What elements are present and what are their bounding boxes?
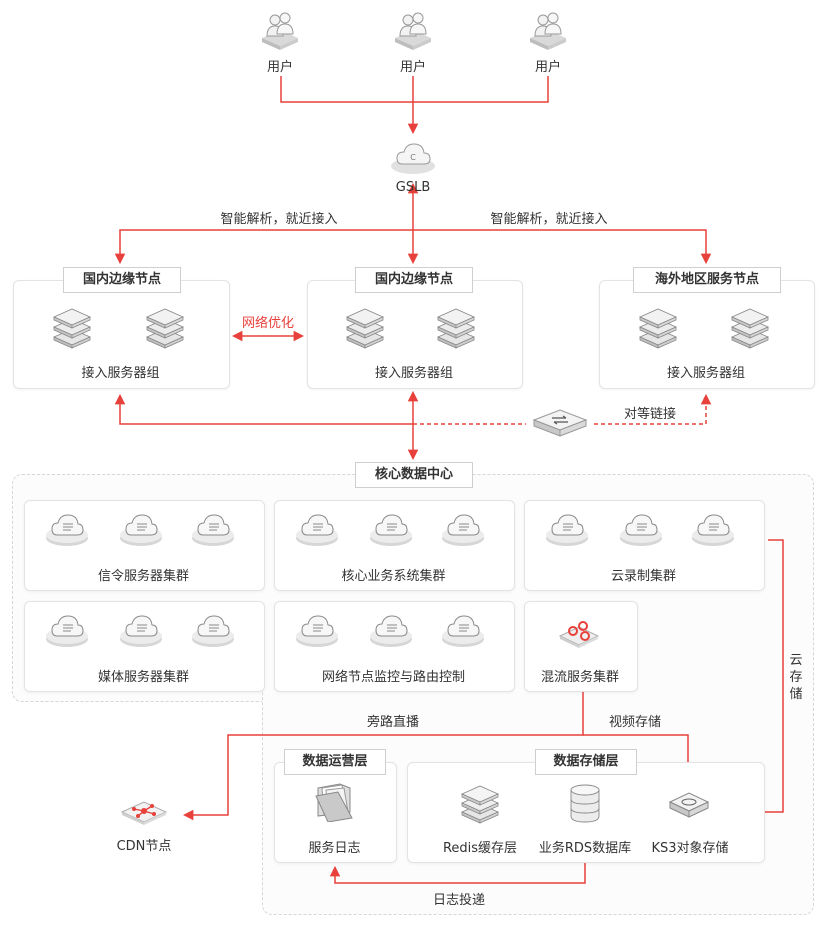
edge-node-title: 国内边缘节点 [63, 267, 181, 293]
folder-icon [310, 778, 358, 823]
bypass-live-label: 旁路直播 [366, 715, 419, 730]
edge-node-title: 国内边缘节点 [355, 267, 473, 293]
cloud-server-icon [190, 508, 236, 548]
user-label: 用户 [266, 60, 293, 75]
cloud-server-icon [440, 609, 486, 649]
gslb-label: GSLB [395, 180, 431, 195]
server-stack-icon [636, 303, 680, 349]
edge-node-panel [307, 280, 523, 389]
cloud-server-icon [440, 508, 486, 548]
ops-layer-title: 数据运营层 [284, 749, 386, 775]
cloud-server-icon [544, 508, 590, 548]
storage-item-label: KS3对象存储 [651, 841, 729, 856]
server-stack-icon [728, 303, 772, 349]
network-optimization-label: 网络优化 [241, 316, 294, 331]
cloud-server-icon [44, 508, 90, 548]
stream-mixing-icon [556, 614, 602, 650]
resolve-label-left: 智能解析，就近接入 [220, 212, 338, 227]
cluster-caption: 核心业务系统集群 [341, 569, 446, 584]
edge-node-caption: 接入服务器组 [666, 366, 745, 381]
cloud-server-icon [368, 508, 414, 548]
cdn-node-icon [118, 792, 170, 828]
cloud-server-icon [44, 609, 90, 649]
gslb-cloud-icon: C [389, 136, 437, 176]
switch-icon [530, 400, 590, 440]
storage-item-label: Redis缓存层 [442, 841, 518, 856]
user-label: 用户 [399, 60, 426, 75]
cluster-caption: 网络节点监控与路由控制 [321, 670, 465, 685]
edge-node-caption: 接入服务器组 [81, 366, 160, 381]
cluster-caption: 媒体服务器集群 [97, 670, 189, 685]
peer-link-label: 对等链接 [623, 407, 676, 422]
edge-node-caption: 接入服务器组 [374, 366, 453, 381]
ops-item-label: 服务日志 [308, 841, 361, 856]
storage-item-label: 业务RDS数据库 [538, 841, 632, 856]
user-group-icon [389, 8, 437, 52]
object-storage-icon [666, 786, 712, 822]
database-icon [566, 780, 604, 826]
server-stack-icon [343, 303, 387, 349]
cloud-server-icon [190, 609, 236, 649]
user-group-icon [524, 8, 572, 52]
cloud-server-icon [294, 508, 340, 548]
cloud-storage-label: 云存储 [789, 653, 803, 702]
log-delivery-label: 日志投递 [432, 893, 485, 908]
cloud-server-icon [118, 609, 164, 649]
server-stack-icon [434, 303, 478, 349]
edge-node-panel [13, 280, 230, 389]
storage-layer-title: 数据存储层 [535, 749, 637, 775]
video-storage-label: 视频存储 [608, 715, 661, 730]
edge-node-title: 海外地区服务节点 [633, 267, 781, 293]
user-label: 用户 [534, 60, 561, 75]
server-stack-icon [143, 303, 187, 349]
svg-text:C: C [410, 153, 416, 162]
cloud-server-icon [118, 508, 164, 548]
server-stack-icon [50, 303, 94, 349]
cloud-server-icon [618, 508, 664, 548]
cluster-caption: 混流服务集群 [540, 670, 619, 685]
cluster-caption: 云录制集群 [610, 569, 676, 584]
core-datacenter-title: 核心数据中心 [355, 462, 473, 488]
cloud-server-icon [294, 609, 340, 649]
zone-connector [263, 698, 811, 702]
cloud-server-icon [368, 609, 414, 649]
redis-cache-icon [458, 784, 502, 824]
cdn-label: CDN节点 [116, 839, 172, 854]
user-group-icon [256, 8, 304, 52]
cloud-server-icon [690, 508, 736, 548]
cluster-caption: 信令服务器集群 [97, 569, 189, 584]
resolve-label-right: 智能解析，就近接入 [490, 212, 608, 227]
